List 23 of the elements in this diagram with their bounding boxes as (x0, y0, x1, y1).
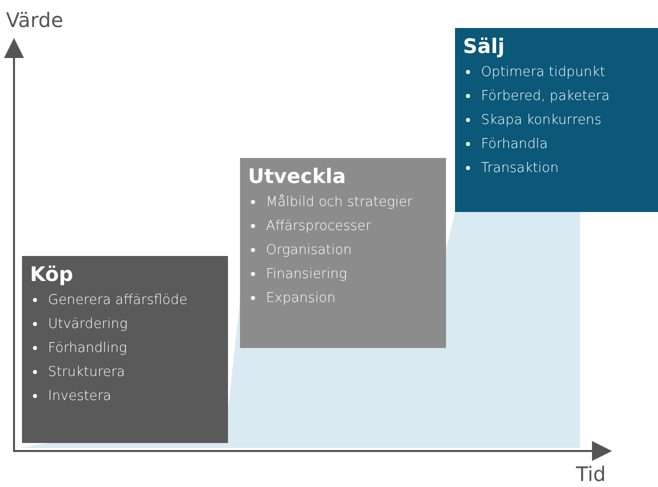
bullet-item: Finansiering (266, 266, 347, 282)
bullet-item: Målbild och strategier (266, 194, 413, 210)
y-axis-label: Värde (6, 8, 64, 32)
stage-heading: Köp (30, 262, 74, 286)
bullet-item: Strukturera (48, 364, 126, 380)
bullet-item: Optimera tidpunkt (481, 64, 606, 80)
bullet-item: Organisation (266, 242, 352, 258)
stage-heading: Sälj (463, 34, 505, 58)
bullet-item: Investera (48, 388, 112, 404)
stage-heading: Utveckla (248, 164, 346, 188)
bullet-item: Skapa konkurrens (481, 112, 602, 128)
bullet-item: Utvärdering (48, 316, 128, 332)
bullet-item: Förhandling (48, 340, 127, 356)
stage-box (22, 256, 228, 443)
bullet-item: Affärsprocesser (266, 218, 372, 234)
bullet-item: Transaktion (481, 160, 559, 176)
bullet-item: Generera affärsflöde (48, 292, 188, 308)
bullet-item: Förbered, paketera (481, 88, 610, 104)
stage-box (240, 158, 446, 348)
bullet-item: Expansion (266, 290, 336, 306)
bullet-item: Förhandla (481, 136, 548, 152)
x-axis-label: Tid (576, 462, 606, 486)
stage-box (455, 28, 658, 212)
